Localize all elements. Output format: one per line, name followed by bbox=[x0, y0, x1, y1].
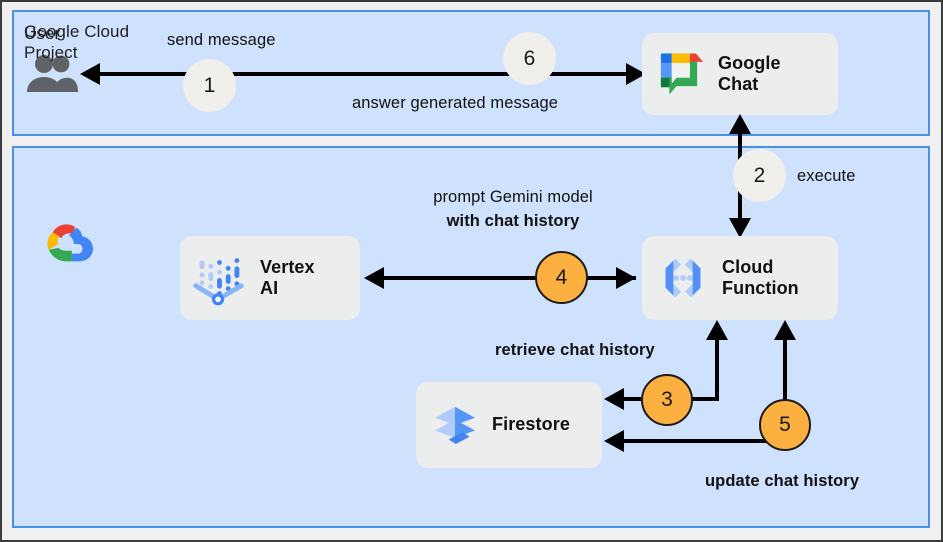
card-firestore-label: Firestore bbox=[492, 414, 570, 435]
arrow-step3-head-left bbox=[604, 388, 624, 410]
step-badge-3: 3 bbox=[641, 374, 693, 426]
google-cloud-logo bbox=[47, 224, 94, 262]
firestore-icon bbox=[426, 396, 484, 454]
step-badge-5: 5 bbox=[759, 399, 811, 451]
label-send-message: send message bbox=[167, 31, 276, 49]
card-google-chat-label: Google Chat bbox=[718, 52, 781, 94]
arrow-vertex-function-line bbox=[384, 276, 636, 280]
label-update-chat-history: update chat history bbox=[705, 472, 860, 490]
arrow-vertex-function-head-left bbox=[364, 267, 384, 289]
label-prompt-line1: prompt Gemini model bbox=[433, 188, 593, 206]
panel-gcp-title: Google Cloud Project bbox=[24, 22, 130, 62]
arrow-user-chat-head-left bbox=[80, 63, 100, 85]
step-badge-2: 2 bbox=[733, 149, 786, 202]
arrow-chat-function-head-down bbox=[729, 218, 751, 238]
google-chat-icon bbox=[650, 45, 708, 103]
card-firestore[interactable]: Firestore bbox=[416, 382, 602, 468]
label-retrieve-chat-history: retrieve chat history bbox=[495, 341, 655, 359]
card-cloud-function-label: Cloud Function bbox=[722, 256, 799, 298]
arrow-user-chat-head-right bbox=[626, 63, 646, 85]
arrow-chat-function-head-up bbox=[729, 114, 751, 134]
label-answer-generated-message: answer generated message bbox=[352, 94, 559, 112]
vertex-ai-icon bbox=[188, 247, 250, 309]
card-vertex-ai-label: Vertex AI bbox=[260, 256, 315, 298]
label-prompt-line2: with chat history bbox=[446, 212, 580, 230]
card-cloud-function[interactable]: Cloud Function bbox=[642, 236, 838, 320]
label-execute: execute bbox=[797, 167, 856, 185]
arrow-vertex-function-head-right bbox=[616, 267, 636, 289]
arrow-step5-head-left bbox=[604, 430, 624, 452]
arrow-step3-head-up bbox=[706, 320, 728, 340]
card-vertex-ai[interactable]: Vertex AI bbox=[180, 236, 360, 320]
arrow-step5-head-up bbox=[774, 320, 796, 340]
arrow-step3-riser bbox=[715, 327, 719, 401]
users-icon bbox=[27, 55, 78, 92]
step-badge-6: 6 bbox=[503, 32, 556, 85]
step-badge-4: 4 bbox=[535, 251, 588, 304]
cloud-function-icon bbox=[652, 247, 714, 309]
step-badge-1: 1 bbox=[183, 59, 236, 112]
arrow-step5-riser bbox=[783, 327, 787, 443]
card-google-chat[interactable]: Google Chat bbox=[642, 33, 838, 115]
arrow-step5-line bbox=[624, 439, 787, 443]
panel-user-title: User bbox=[24, 24, 61, 43]
arrow-user-chat-line bbox=[100, 72, 646, 76]
